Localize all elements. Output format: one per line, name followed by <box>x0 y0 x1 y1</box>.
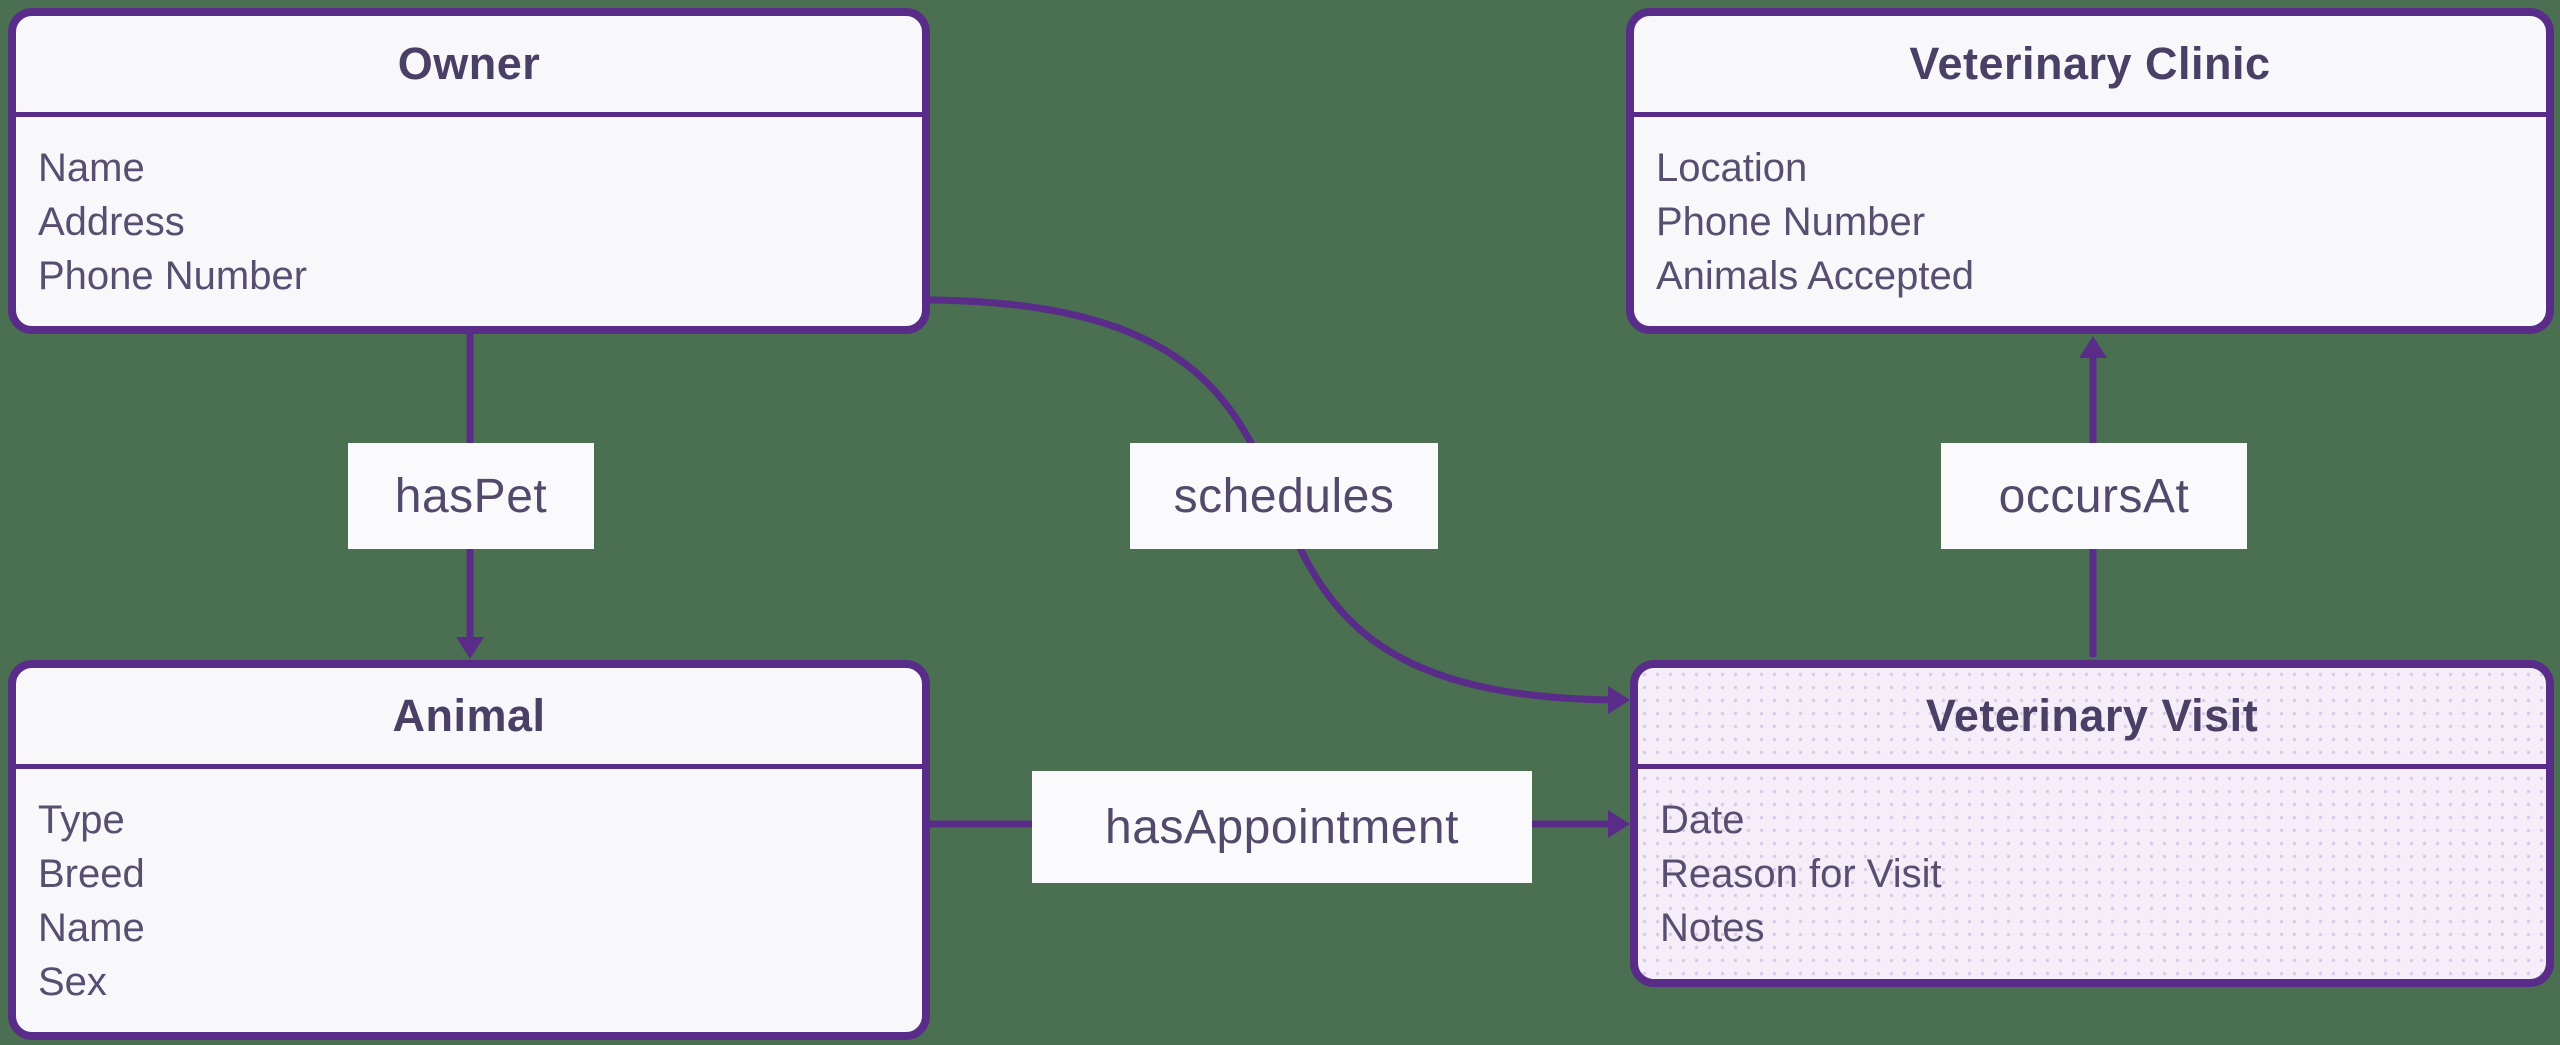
attribute-line: Location <box>1656 146 1808 190</box>
entity-veterinary-visit-title: Veterinary Visit <box>1638 668 2546 769</box>
entity-veterinary-visit[interactable]: Veterinary Visit Date Reason for Visit N… <box>1630 660 2554 987</box>
arrow-right-icon <box>1608 810 1630 838</box>
entity-animal[interactable]: Animal Type Breed Name Sex <box>8 660 930 1040</box>
attribute-line: Type <box>38 798 125 842</box>
relationship-label-text: hasPet <box>394 469 548 523</box>
entity-animal-attributes: Type Breed Name Sex <box>16 769 922 1009</box>
entity-veterinary-clinic[interactable]: Veterinary Clinic Location Phone Number … <box>1626 8 2554 334</box>
attribute-line: Name <box>38 146 145 190</box>
relationship-label-hasPet[interactable]: hasPet <box>348 443 594 549</box>
relationship-label-schedules[interactable]: schedules <box>1130 443 1438 549</box>
relationship-label-text: occursAt <box>1998 469 2190 523</box>
entity-owner[interactable]: Owner Name Address Phone Number <box>8 8 930 334</box>
arrow-up-icon <box>2079 336 2107 358</box>
relationship-label-text: schedules <box>1173 469 1395 523</box>
arrow-right-icon <box>1608 686 1630 714</box>
attribute-line: Name <box>38 906 145 950</box>
attribute-line: Reason for Visit <box>1660 852 1942 896</box>
relationship-label-occursAt[interactable]: occursAt <box>1941 443 2247 549</box>
arrow-down-icon <box>456 637 484 659</box>
entity-owner-title: Owner <box>16 16 922 117</box>
relationship-label-text: hasAppointment <box>1105 800 1459 854</box>
attribute-line: Date <box>1660 798 1745 842</box>
entity-owner-attributes: Name Address Phone Number <box>16 117 922 303</box>
entity-veterinary-visit-attributes: Date Reason for Visit Notes <box>1638 769 2546 955</box>
relationship-label-hasAppointment[interactable]: hasAppointment <box>1032 771 1532 883</box>
attribute-line: Address <box>38 200 185 244</box>
attribute-line: Animals Accepted <box>1656 254 1974 298</box>
entity-animal-title: Animal <box>16 668 922 769</box>
entity-veterinary-clinic-attributes: Location Phone Number Animals Accepted <box>1634 117 2546 303</box>
entity-veterinary-clinic-title: Veterinary Clinic <box>1634 16 2546 117</box>
attribute-line: Notes <box>1660 906 1765 950</box>
attribute-line: Phone Number <box>38 254 308 298</box>
attribute-line: Breed <box>38 852 145 896</box>
attribute-line: Phone Number <box>1656 200 1926 244</box>
attribute-line: Sex <box>38 960 107 1004</box>
